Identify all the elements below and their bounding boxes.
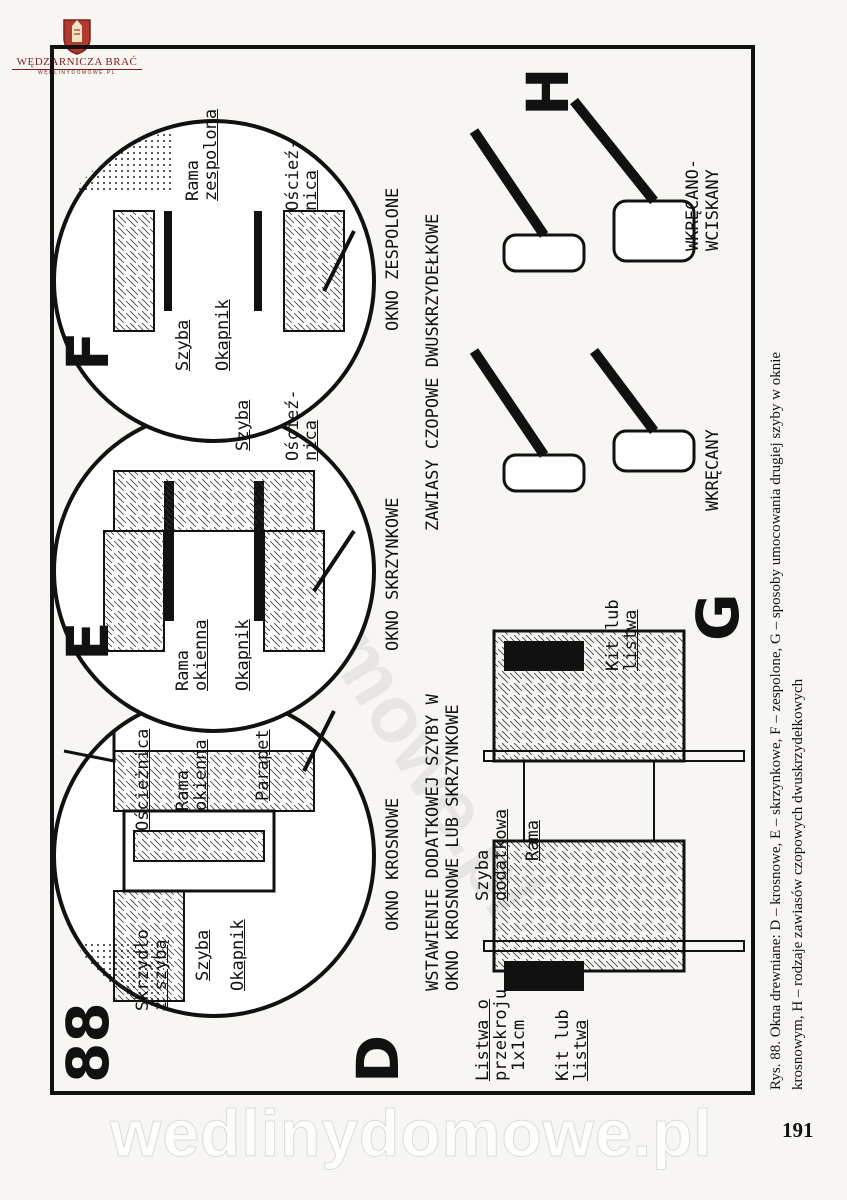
g-label-szyba-dodatkowa: Szyba: [473, 849, 493, 901]
d-label-osciezhnica: Ościeżnica: [133, 728, 153, 831]
e-label-okapnik: Okapnik: [233, 619, 253, 691]
g-label-1x1cm: 1x1cm: [509, 1019, 529, 1071]
g-label-dodatkowa: dodatkowa: [491, 808, 511, 901]
extra-pane-diagram: [483, 629, 745, 991]
d-label-szyba: Szyba: [193, 929, 213, 981]
e-label-okienna: okienna: [191, 619, 211, 691]
e-label-szyba: Szyba: [233, 399, 253, 451]
g-label-kit-right: Kit lub: [603, 599, 623, 671]
figure-rotated-content: 88 D E F G H Ościeżnica Rama okienna Par…: [54, 49, 752, 1091]
page-number: 191: [782, 1118, 814, 1142]
f-label-szyba: Szyba: [173, 319, 193, 371]
figure-frame: 88 D E F G H Ościeżnica Rama okienna Par…: [50, 45, 755, 1095]
logo-subtitle: WĘDLINYDOMOWE.PL: [38, 70, 116, 76]
logo-name: WĘDZARNICZA BRAĆ: [16, 56, 138, 68]
g-label-listwa-left: listwa: [571, 1019, 591, 1081]
figure-number: 88: [54, 1002, 122, 1083]
letter-f: F: [54, 331, 122, 371]
f-title: OKNO ZESPOLONE: [383, 187, 403, 331]
window-f-diagram: [54, 119, 376, 443]
d-title: OKNO KROSNOWE: [383, 797, 403, 931]
f-label-osciezhnica: Ościeź-: [283, 139, 303, 211]
h-type-wkrecano: WKRĘCANO-: [683, 158, 703, 251]
letter-d: D: [344, 1034, 412, 1083]
hinges-diagram: [469, 97, 696, 493]
e-label-rama: Rama: [173, 650, 193, 691]
d-label-z-szyba: z szybą: [151, 939, 171, 1011]
watermark: wedlinydomowe.pl: [110, 1096, 713, 1171]
f-label-okapnik: Okapnik: [213, 299, 233, 371]
f-label-rama: Rama: [183, 160, 203, 201]
e-label-nica: nica: [301, 420, 321, 461]
d-label-rama: Rama: [173, 770, 193, 811]
g-title-line2: OKNO KROSNOWE LUB SKRZYNKOWE: [443, 704, 463, 991]
e-label-osciezhnica: Ościeź-: [283, 389, 303, 461]
window-d-diagram: [54, 694, 376, 1018]
window-e-diagram: [54, 409, 376, 733]
figure-caption: Rys. 88. Okna drewniane: D – krosnowe, E…: [765, 50, 835, 1090]
g-label-kit-left: Kit lub: [553, 1009, 573, 1081]
h-type-wciskany: WCISKANY: [703, 169, 723, 251]
f-label-nica: nica: [301, 170, 321, 211]
f-label-zespolona: zespolona: [201, 108, 221, 201]
g-label-listwa: Listwa o: [473, 999, 493, 1081]
letter-e: E: [54, 621, 122, 661]
d-label-parapet: Parapet: [253, 729, 273, 801]
g-label-rama: Rama: [523, 820, 543, 861]
e-title: OKNO SKRZYNKOWE: [383, 497, 403, 651]
g-title-line1: WSTAWIENIE DODATKOWEJ SZYBY W: [423, 694, 443, 991]
caption-line-1: Rys. 88. Okna drewniane: D – krosnowe, E…: [768, 351, 784, 1090]
figure-drawing: [54, 97, 745, 1018]
h-title: ZAWIASY CZOPOWE DWUSKRZYDEŁKOWE: [423, 213, 443, 531]
g-label-listwa-right: listwa: [621, 609, 641, 671]
d-label-okapnik: Okapnik: [228, 919, 248, 991]
caption-line-2: krosnowym, H – rodzaje zawiasów czopowyc…: [790, 678, 806, 1090]
h-type-wkrecany: WKRĘCANY: [703, 429, 723, 511]
d-label-skrzydlo: Skrzydło: [133, 929, 153, 1011]
d-label-okienna: okienna: [191, 739, 211, 811]
letter-g: G: [684, 593, 752, 641]
g-label-przekroju: przekroju: [491, 988, 511, 1081]
letter-h: H: [514, 67, 582, 116]
